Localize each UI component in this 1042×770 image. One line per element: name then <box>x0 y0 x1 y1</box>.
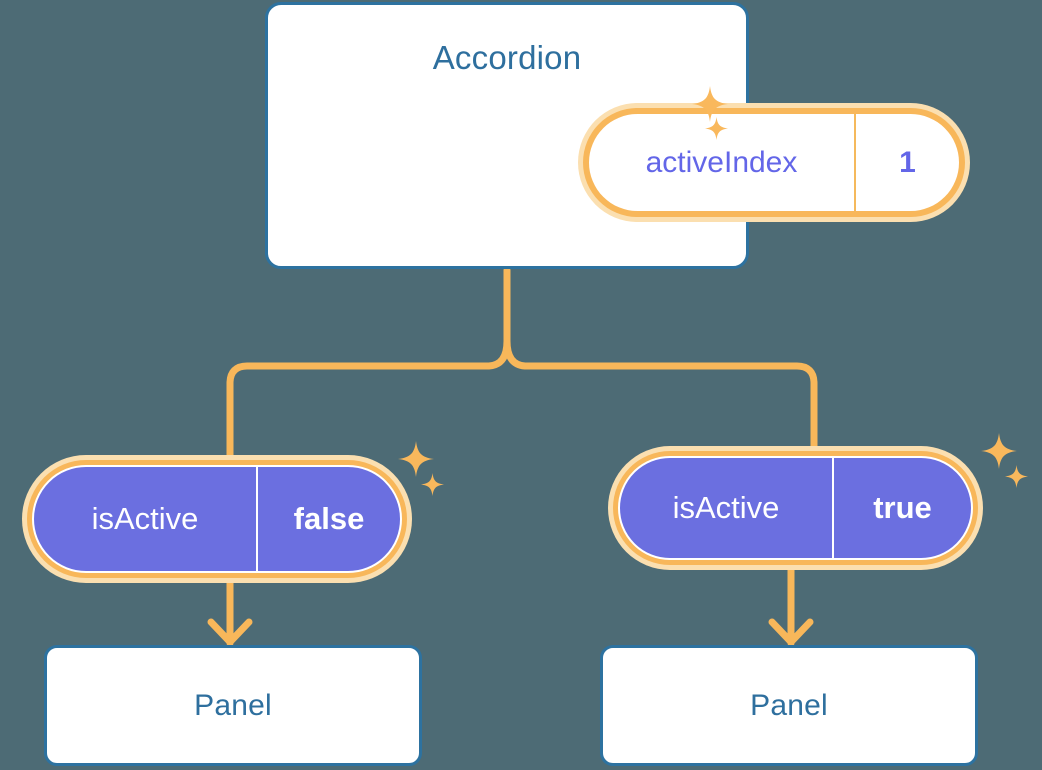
state-chip-is-active-true[interactable]: isActive true <box>608 446 983 570</box>
accordion-title: Accordion <box>432 39 582 76</box>
chip-ring: isActive false <box>27 460 407 578</box>
chip-body: activeIndex 1 <box>589 114 959 211</box>
sparkle-icon <box>981 433 1017 469</box>
chip-body: isActive true <box>618 456 973 560</box>
chip-divider <box>256 467 258 571</box>
sparkle-icon <box>421 473 444 496</box>
chip-value-label: true <box>873 490 932 525</box>
arrow-down-icon-left <box>207 618 253 646</box>
panel-title: Panel <box>750 688 828 722</box>
panel-component-card-left[interactable]: Panel <box>44 645 422 766</box>
chip-key-label: activeIndex <box>645 145 798 179</box>
wire-branch-left <box>226 337 511 466</box>
chip-divider <box>854 114 856 211</box>
panel-component-card-right[interactable]: Panel <box>600 645 978 766</box>
accordion-component-card[interactable]: Accordion activeIndex 1 <box>265 2 970 269</box>
sparkle-icon <box>398 441 434 477</box>
state-chip-active-index[interactable]: activeIndex 1 <box>578 103 970 222</box>
chip-value-label: 1 <box>899 145 916 179</box>
chip-value-label: false <box>293 501 365 536</box>
wire-branch-right <box>503 337 818 459</box>
sparkle-icon <box>1005 465 1028 488</box>
arrow-down-icon-right <box>768 618 814 646</box>
chip-divider <box>832 458 834 558</box>
chip-key-label: isActive <box>672 490 780 525</box>
chip-body: isActive false <box>32 465 402 573</box>
state-chip-is-active-false[interactable]: isActive false <box>22 455 412 583</box>
panel-title: Panel <box>194 688 272 722</box>
chip-ring: activeIndex 1 <box>583 108 965 217</box>
chip-ring: isActive true <box>613 451 978 565</box>
chip-key-label: isActive <box>91 501 199 536</box>
